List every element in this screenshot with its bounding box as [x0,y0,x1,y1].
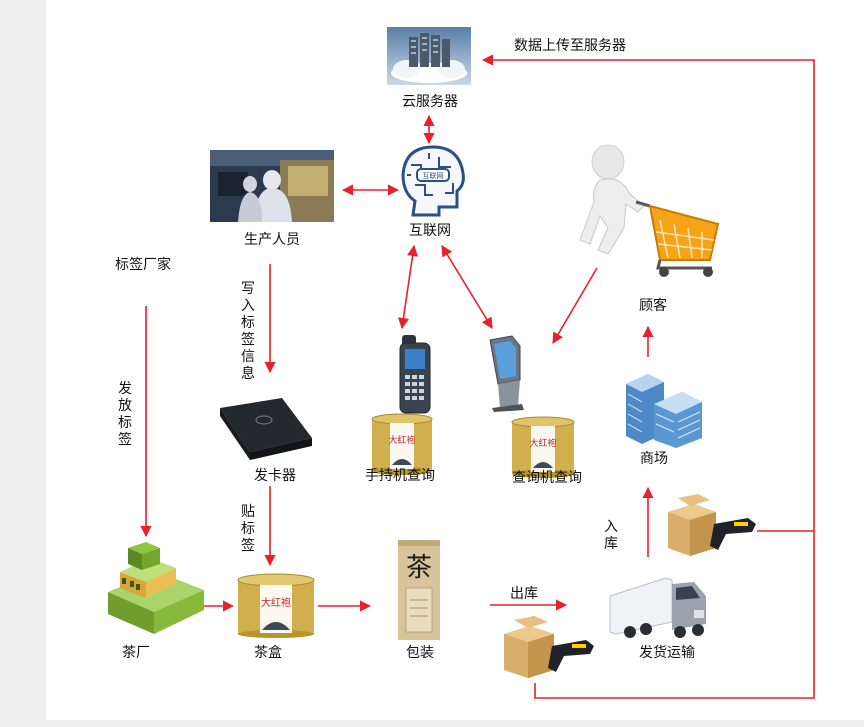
shipping-truck-icon [609,577,706,638]
cloud-server-label: 云服务器 [402,94,458,110]
issue-label-label: 发放标签 [118,381,132,448]
card-issuer-icon [220,398,312,460]
tea-factory-label: 茶厂 [122,645,150,661]
production-staff-photo [210,150,334,222]
outbound-box-scanner-icon [504,616,594,678]
query-kiosk-icon [489,335,524,412]
arrow-internet-handheld [397,244,419,330]
arrow-customer-kiosk [552,267,598,344]
inbound-box-scanner-icon [668,494,756,556]
internet-badge-text: 互联网 [423,171,444,180]
paste-label-label: 贴标签 [241,504,255,554]
production-staff-label: 生产人员 [244,232,300,248]
customer-shopping-cart-icon [579,144,720,277]
packaging-box-icon: 茶 [398,540,440,640]
kiosk-query-label: 查询机查询 [512,470,582,486]
tea-box-label: 茶盒 [254,645,282,661]
tea-can-kiosk-text: 大红袍 [529,437,556,449]
label-factory-label: 标签厂家 [115,257,171,273]
tea-factory-building-icon [108,542,204,634]
packaging-tea-char: 茶 [406,553,432,583]
card-issuer-label: 发卡器 [254,468,296,484]
customer-label: 顾客 [639,298,667,314]
cloud-server-icon [387,27,471,85]
shipping-label: 发货运输 [639,645,695,661]
internet-label: 互联网 [409,223,451,239]
outbound-label: 出库 [510,586,538,602]
tea-can-handheld-icon: 大红袍 [371,413,433,475]
write-label-info-label: 写入标签信息 [241,281,255,382]
upload-label: 数据上传至服务器 [514,38,626,54]
inbound-label: 入库 [604,519,618,552]
mall-label: 商场 [640,451,668,467]
internet-brain-icon: 互联网 [401,145,465,217]
arrow-internet-kiosk [441,245,493,329]
tea-box-can-text: 大红袍 [261,596,291,609]
tea-can-handheld-text: 大红袍 [388,434,415,446]
handheld-terminal-icon [399,335,431,414]
arrow-upload-loop [481,54,815,699]
mall-building-icon [626,374,702,448]
packaging-label: 包装 [406,645,434,661]
handheld-query-label: 手持机查询 [365,468,435,484]
tea-box-can-icon: 大红袍 [237,573,315,638]
tea-can-kiosk-icon: 大红袍 [511,416,575,478]
